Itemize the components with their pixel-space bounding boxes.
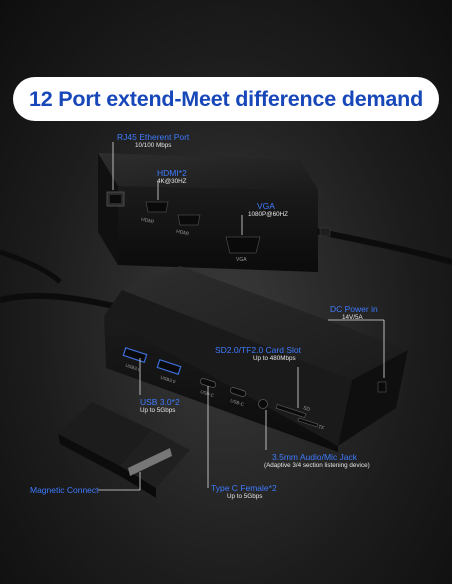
hdmi-title: HDMI*2: [157, 168, 187, 178]
leader-lines: [98, 142, 385, 491]
typec-title: Type C Female*2: [211, 483, 277, 493]
dc-title: DC Power in: [330, 304, 378, 314]
sd-title: SD2.0/TF2.0 Card Slot: [215, 345, 301, 355]
vga-mark: VGA: [236, 257, 247, 263]
rj45-callout: RJ45 Etherent Port 10/100 Mbps: [117, 132, 189, 150]
top-dock: [98, 153, 331, 272]
magnetic-cable: [0, 249, 62, 284]
rj45-sub: 10/100 Mbps: [135, 142, 172, 149]
dc-callout: DC Power in 14V/5A: [330, 304, 378, 322]
audio-title: 3.5mm Audio/Mic Jack: [272, 452, 358, 462]
dc-sub: 14V/5A: [342, 314, 363, 321]
headline-text: 12 Port extend-Meet difference demand: [28, 86, 424, 111]
sd-sub: Up to 480Mbps: [253, 355, 296, 362]
headline-banner: 12 Port extend-Meet difference demand: [13, 77, 439, 121]
typec-callout: Type C Female*2 Up to 5Gbps: [211, 483, 277, 501]
sd-tf-slot: [275, 404, 319, 428]
typec-sub: Up to 5Gbps: [227, 493, 263, 500]
hdmi-port-left: [145, 201, 169, 213]
typec-port-right: [229, 387, 247, 397]
vga-callout: VGA 1080P@60HZ: [248, 201, 288, 219]
sd-callout: SD2.0/TF2.0 Card Slot Up to 480Mbps: [215, 345, 301, 363]
hdmi-sub: 4K@30HZ: [157, 178, 187, 185]
vga-sub: 1080P@60HZ: [248, 211, 288, 218]
typec-port-left: [199, 378, 217, 388]
dc-power-port: [377, 381, 387, 393]
usb3-callout: USB 3.0*2 Up to 5Gbps: [140, 397, 180, 415]
rj45-title: RJ45 Etherent Port: [117, 132, 190, 142]
hdmi-callout: HDMI*2 4K@30HZ: [157, 168, 187, 186]
audio-callout: 3.5mm Audio/Mic Jack (Adaptive 3/4 secti…: [264, 452, 370, 470]
usb3-title: USB 3.0*2: [140, 397, 180, 407]
magnetic-callout: Magnetic Connect: [30, 485, 99, 495]
magnetic-title: Magnetic Connect: [30, 485, 99, 495]
audio-sub: (Adaptive 3/4 section listening device): [264, 462, 370, 469]
usb3-port-left: [122, 347, 148, 363]
vga-title: VGA: [257, 201, 275, 211]
rj45-port: [106, 191, 125, 207]
usb3-sub: Up to 5Gbps: [140, 407, 176, 414]
magnetic-connector: [58, 402, 190, 498]
vga-port: [225, 236, 261, 254]
bottom-dock: [104, 266, 408, 452]
audio-jack: [258, 399, 268, 409]
usb3-port-right: [156, 359, 182, 375]
hdmi-port-right: [177, 214, 201, 226]
